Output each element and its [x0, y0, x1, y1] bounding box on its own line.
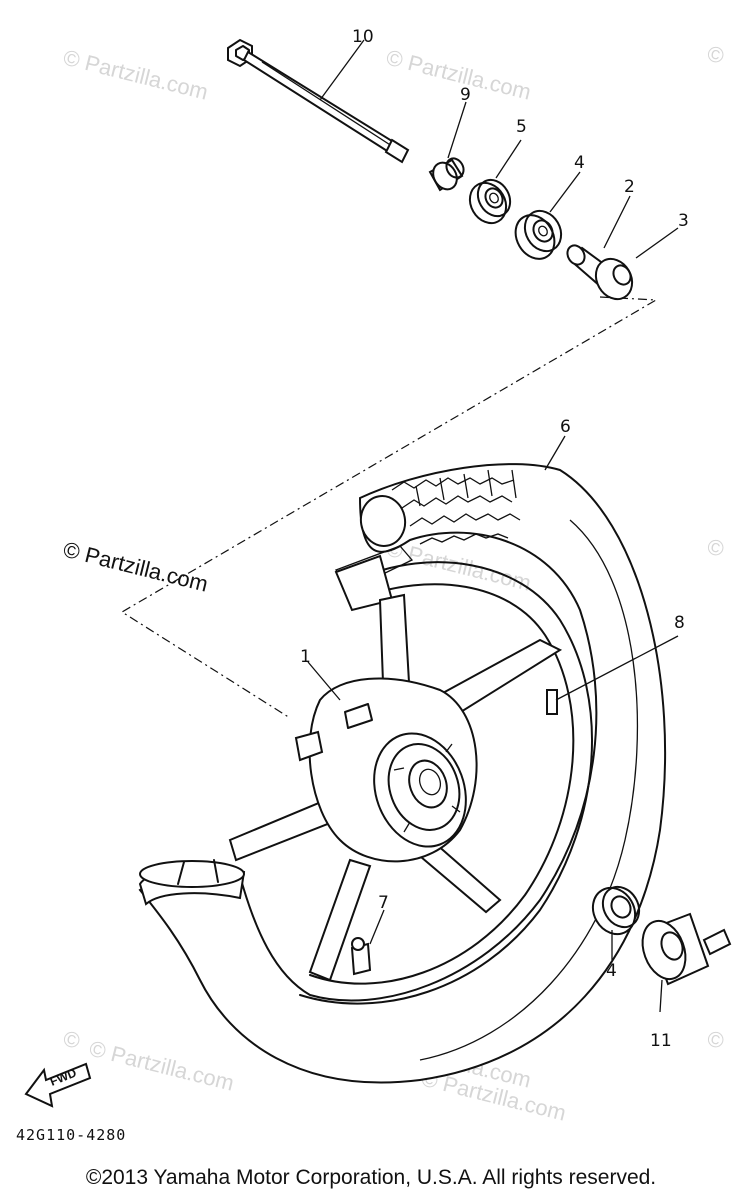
- callout-6: 6: [560, 417, 571, 437]
- callout-4-top: 4: [574, 153, 585, 173]
- callout-8: 8: [674, 613, 685, 633]
- gear-unit: [641, 912, 732, 986]
- callout-5: 5: [516, 117, 527, 137]
- flange-collar: [594, 257, 634, 301]
- watermark-top-left: © Partzilla.com: [61, 45, 211, 105]
- watermark-top-center: © Partzilla.com: [384, 45, 534, 105]
- watermark-main: © Partzilla.com: [61, 537, 211, 597]
- bearing-4-bottom: [591, 885, 641, 936]
- callout-7: 7: [378, 893, 389, 913]
- hub: [294, 677, 478, 863]
- callout-9: 9: [460, 85, 471, 105]
- bearing-4-top: [514, 209, 563, 260]
- forward-arrow: FWD: [24, 1062, 92, 1108]
- watermark-middle-right: ©: [705, 534, 727, 562]
- callout-1: 1: [300, 647, 311, 667]
- watermark-bottom-left-small: ©: [61, 1026, 83, 1054]
- watermark-bottom-right: ©: [705, 1026, 727, 1054]
- axle: [227, 38, 410, 164]
- callout-4-bottom: 4: [606, 961, 617, 981]
- collar: [428, 157, 465, 192]
- balance-weight: [546, 689, 558, 715]
- callout-11: 11: [650, 1031, 672, 1051]
- callout-3: 3: [678, 211, 689, 231]
- assembly-guide-line: [120, 296, 659, 719]
- watermark-top-right: ©: [705, 41, 727, 69]
- callout-2: 2: [624, 177, 635, 197]
- bearing-5: [468, 178, 512, 225]
- diagram-code: 42G110-4280: [16, 1126, 126, 1144]
- valve: [350, 937, 372, 976]
- callout-10: 10: [352, 27, 374, 47]
- copyright-notice: ©2013 Yamaha Motor Corporation, U.S.A. A…: [85, 1166, 657, 1189]
- tire: [138, 463, 667, 1084]
- callout-labels: 10 9 5 4 2 3 6 8 1 7 4 11: [300, 27, 689, 1051]
- watermark-bottom-left: © Partzilla.com: [87, 1036, 237, 1096]
- leader-lines: [307, 39, 679, 1013]
